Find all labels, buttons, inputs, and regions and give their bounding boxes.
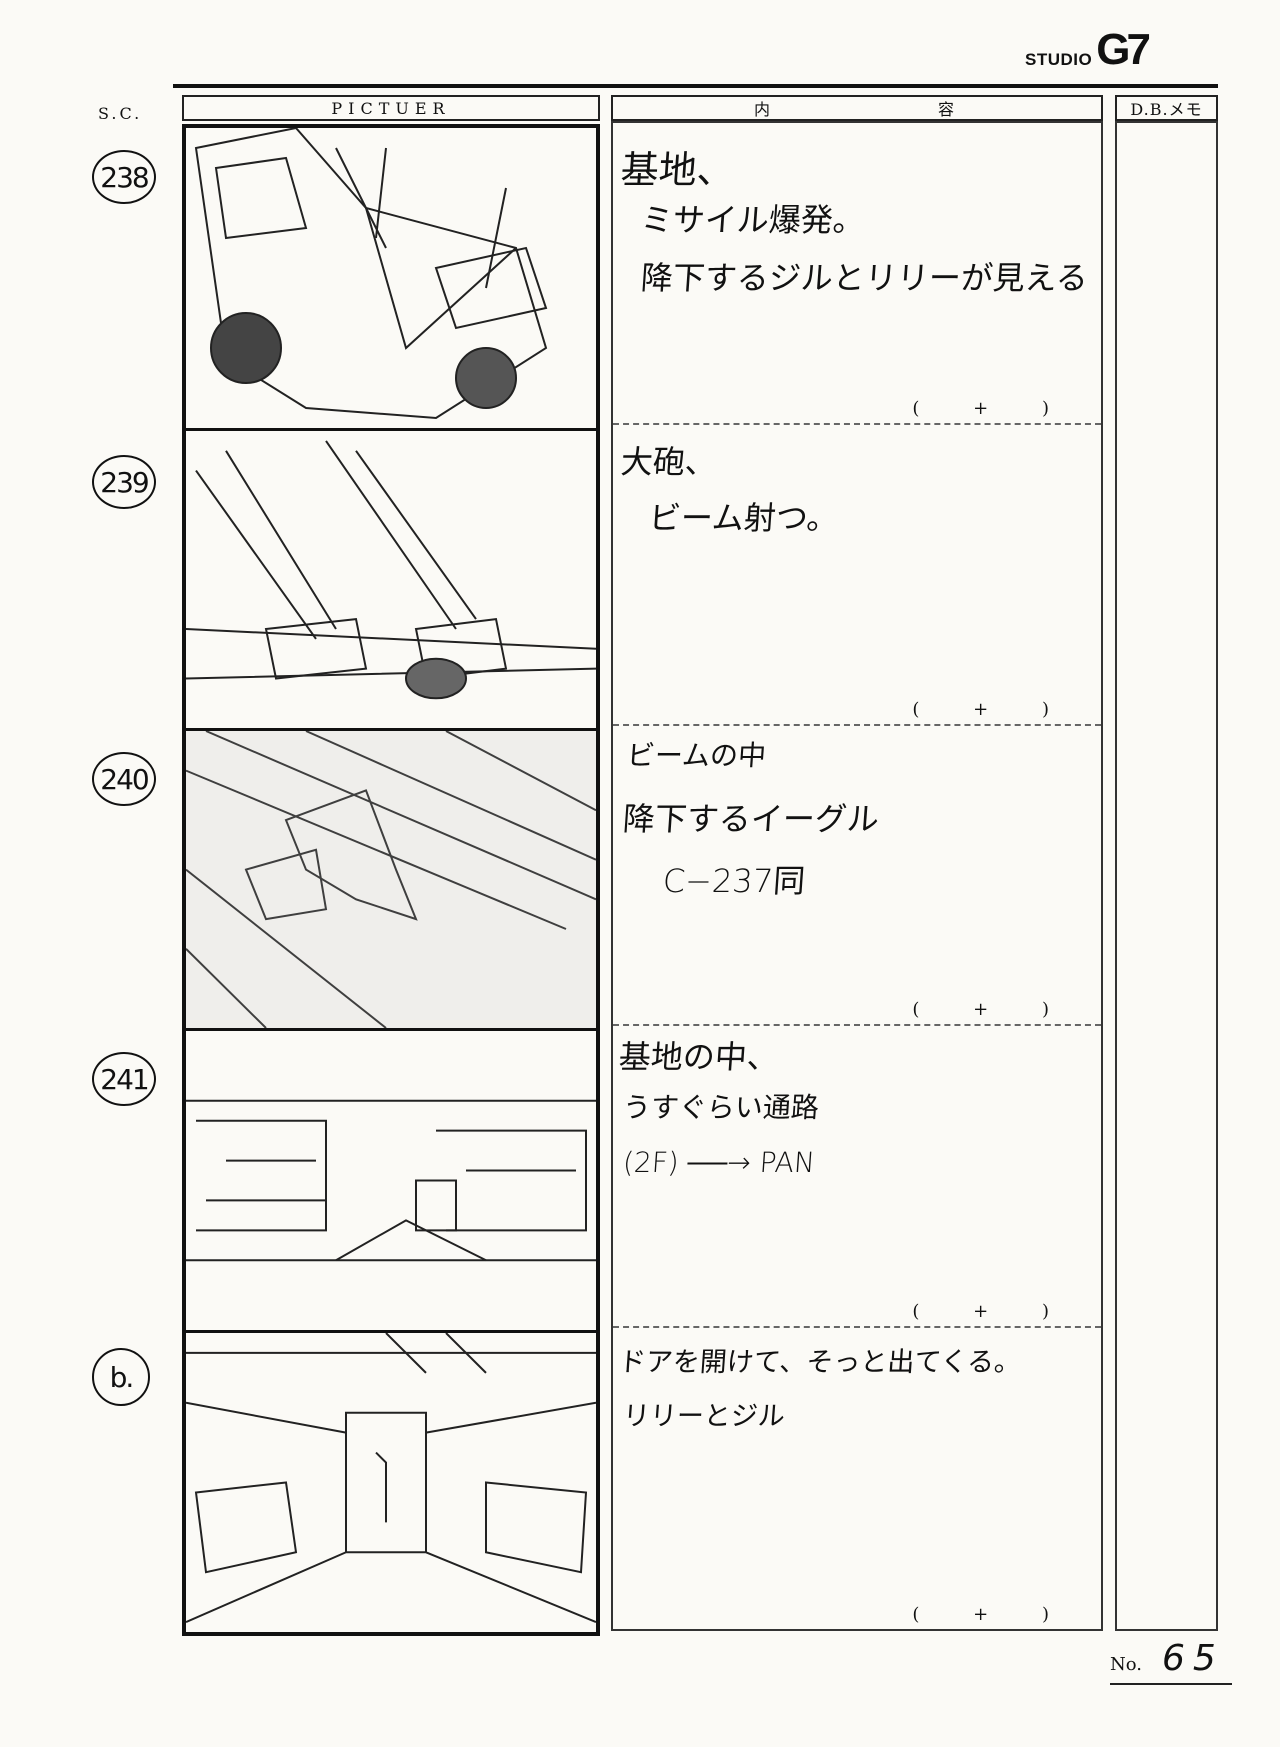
content-line: ビーム射つ。 bbox=[647, 499, 840, 537]
scene-number: 241 bbox=[92, 1052, 156, 1106]
scene-number: 240 bbox=[92, 752, 156, 806]
picture-label: PICTUER bbox=[331, 98, 451, 118]
logo-studio-text: STUDIO bbox=[1025, 50, 1093, 69]
content-cell-239: 大砲、 ビーム射つ。 ( + ) bbox=[613, 425, 1101, 726]
content-line: ビームの中 bbox=[625, 739, 768, 772]
content-cell-241: 基地の中、 うすぐらい通路 (2F) ──→ PAN ( + ) bbox=[613, 1026, 1101, 1328]
sc-column-label: S.C. bbox=[98, 104, 143, 123]
panel-238-sketch bbox=[186, 128, 596, 431]
scene-number: b. bbox=[92, 1348, 150, 1406]
page-number-value: 65 bbox=[1162, 1638, 1224, 1679]
content-cell-238: 基地、 ミサイル爆発。 降下するジルとリリーが見える ( + ) bbox=[613, 123, 1101, 425]
panel-241-sketch bbox=[186, 1031, 596, 1333]
studio-logo: STUDIO G7 bbox=[1025, 25, 1151, 74]
content-line: 降下するイーグル bbox=[621, 800, 881, 838]
time-field: ( + ) bbox=[912, 398, 1073, 419]
header-rule bbox=[173, 84, 1218, 88]
content-line: 基地、 bbox=[619, 148, 737, 192]
content-line: ドアを開けて、そっと出てくる。 bbox=[617, 1347, 1023, 1378]
time-field: ( + ) bbox=[912, 999, 1073, 1020]
page-number-label: No. bbox=[1110, 1654, 1142, 1675]
content-line: (2F) ──→ PAN bbox=[621, 1146, 817, 1179]
time-field: ( + ) bbox=[912, 1604, 1073, 1625]
content-line: リリーとジル bbox=[621, 1401, 786, 1432]
content-line: 基地の中、 bbox=[617, 1038, 781, 1076]
picture-column-header: PICTUER bbox=[182, 95, 600, 121]
content-column-header: 内 容 bbox=[611, 95, 1103, 121]
picture-column bbox=[182, 124, 600, 1636]
content-line: うすぐらい通路 bbox=[621, 1091, 821, 1124]
content-line: 大砲、 bbox=[619, 443, 719, 481]
logo-mark: G7 bbox=[1096, 25, 1151, 74]
content-label-2: 容 bbox=[937, 100, 960, 119]
time-field: ( + ) bbox=[912, 699, 1073, 720]
content-line: 降下するジルとリリーが見える bbox=[639, 259, 1090, 297]
page-number: No. 65 bbox=[1110, 1638, 1232, 1685]
scene-number: 239 bbox=[92, 455, 156, 509]
db-memo-column bbox=[1115, 121, 1218, 1631]
memo-label: D.B.メモ bbox=[1130, 100, 1203, 119]
panel-240-sketch bbox=[186, 731, 596, 1031]
content-line: C−237同 bbox=[661, 862, 807, 900]
content-column: 基地、 ミサイル爆発。 降下するジルとリリーが見える ( + ) 大砲、 ビーム… bbox=[611, 121, 1103, 1631]
panel-b-sketch bbox=[186, 1333, 596, 1632]
content-label-1: 内 bbox=[753, 100, 776, 119]
content-line: ミサイル爆発。 bbox=[639, 201, 867, 239]
scene-number: 238 bbox=[92, 150, 156, 204]
content-cell-240: ビームの中 降下するイーグル C−237同 ( + ) bbox=[613, 726, 1101, 1026]
panel-239-sketch bbox=[186, 431, 596, 731]
content-cell-b: ドアを開けて、そっと出てくる。 リリーとジル ( + ) bbox=[613, 1328, 1101, 1629]
time-field: ( + ) bbox=[912, 1301, 1073, 1322]
memo-column-header: D.B.メモ bbox=[1115, 95, 1218, 121]
